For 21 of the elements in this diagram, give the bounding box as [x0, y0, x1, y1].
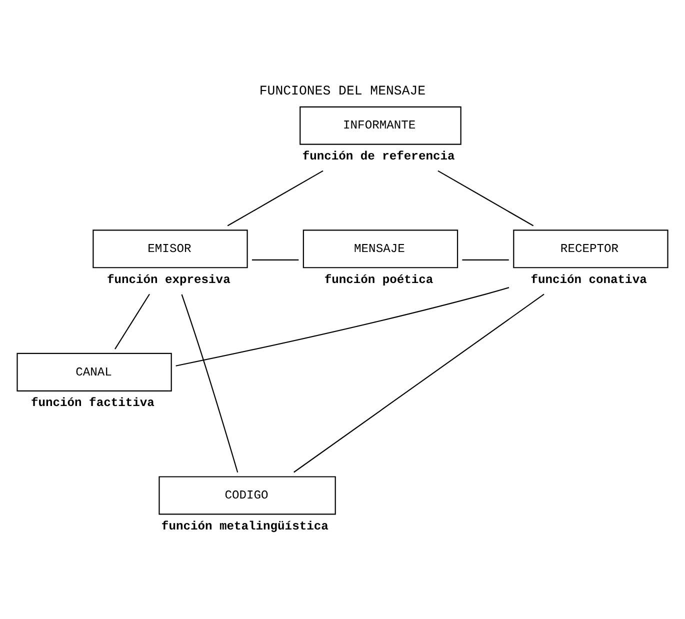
node-box: MENSAJE	[302, 229, 458, 268]
node-label: función expresiva	[106, 272, 230, 286]
diagram-title: FUNCIONES DEL MENSAJE	[259, 82, 426, 98]
node-label: función metalingüística	[161, 518, 328, 533]
connector	[181, 294, 238, 472]
connector	[227, 170, 324, 226]
connector	[114, 293, 150, 349]
connector	[462, 258, 509, 260]
connector	[176, 286, 510, 366]
node-box: CODIGO	[158, 476, 336, 514]
connector	[294, 293, 544, 472]
node-box: RECEPTOR	[513, 229, 668, 268]
node-box: CANAL	[16, 352, 172, 391]
node-label: función conativa	[530, 272, 647, 286]
node-label: función poética	[324, 272, 434, 286]
node-box: EMISOR	[92, 229, 248, 268]
connector	[438, 170, 534, 226]
connector	[252, 258, 299, 260]
node-label: función de referencia	[302, 149, 455, 164]
node-box: INFORMANTE	[300, 106, 462, 144]
node-label: función factitiva	[31, 396, 154, 410]
